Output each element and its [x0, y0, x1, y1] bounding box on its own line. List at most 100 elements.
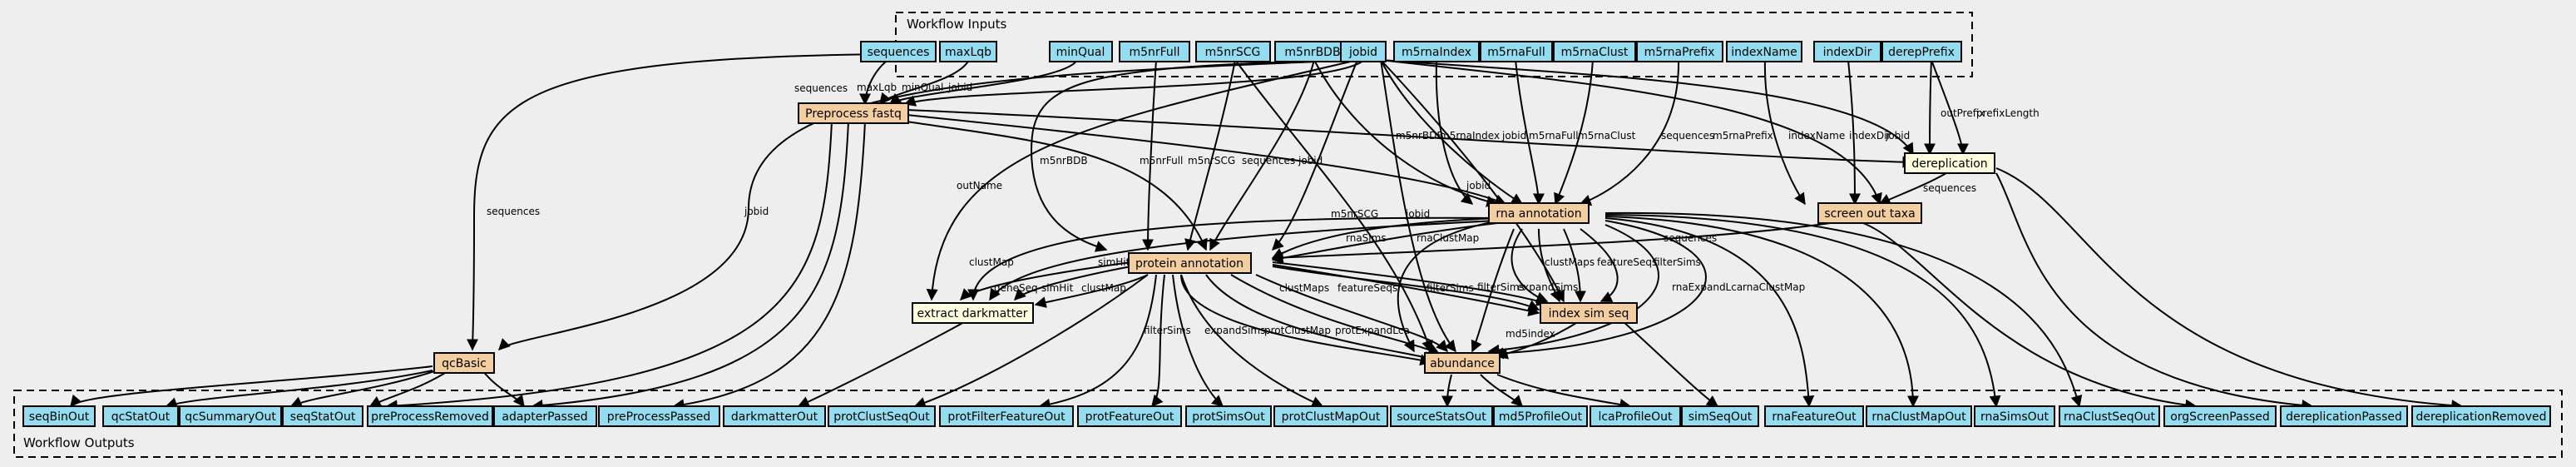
input-m5rnaprefix[interactable]: m5rnaPrefix — [1636, 41, 1723, 62]
label-md5index: md5index — [1506, 328, 1555, 340]
input-m5rnafull[interactable]: m5rnaFull — [1480, 41, 1553, 62]
edge-index-simseq — [1621, 320, 1719, 407]
label-m5rnaindex: m5rnaIndex — [1440, 130, 1500, 142]
edge-derepprefix-dereplication-2 — [1924, 59, 1936, 156]
output-protclustseqout[interactable]: protClustSeqOut — [828, 405, 936, 427]
edge-preprocess-preprocessremoved — [385, 121, 833, 412]
output-rnafeatureout[interactable]: rnaFeatureOut — [1764, 405, 1864, 427]
edge-protein-protfilterfeature — [1038, 274, 1157, 410]
label-sequences-prot: sequences — [1242, 155, 1295, 166]
step-abundance[interactable]: abundance — [1424, 352, 1501, 374]
output-qcsummaryout[interactable]: qcSummaryOut — [179, 405, 282, 427]
step-index-sim-seq[interactable]: index sim seq — [1540, 302, 1638, 324]
label-sequences-qc: sequences — [487, 206, 540, 217]
input-m5nrfull[interactable]: m5nrFull — [1119, 41, 1190, 62]
input-m5nrbdb[interactable]: m5nrBDB — [1274, 41, 1351, 62]
edge-indexdir-screen — [1847, 59, 1861, 206]
label-outprefix: outPrefix — [1941, 107, 1985, 119]
output-adapterpassed[interactable]: adapterPassed — [493, 405, 597, 427]
label-jobid-rna: jobid — [1501, 130, 1526, 142]
label-jobid-qc: jobid — [744, 206, 769, 217]
edge-jobid-abundance — [1380, 59, 1456, 353]
input-indexname[interactable]: indexName — [1726, 41, 1802, 62]
output-preprocesspassed[interactable]: preProcessPassed — [598, 405, 720, 427]
input-sequences[interactable]: sequences — [860, 41, 937, 62]
input-jobid[interactable]: jobid — [1340, 41, 1387, 62]
label-jobid-ab: jobid — [1405, 208, 1430, 220]
label-rnaexpandlca: rnaExpandLca — [1672, 281, 1743, 293]
edge-m5nrscg-abundance — [1234, 59, 1433, 353]
input-maxlqb[interactable]: maxLqb — [939, 41, 997, 62]
step-qcbasic[interactable]: qcBasic — [433, 352, 495, 374]
edge-rna-extract-simhit — [989, 220, 1498, 301]
label-jobid-prot: jobid — [1298, 155, 1323, 166]
output-rnaclustseqout[interactable]: rnaClustSeqOut — [2059, 405, 2160, 427]
input-indexname-label: indexName — [1731, 46, 1797, 59]
output-rnaclustmapout[interactable]: rnaClustMapOut — [1866, 405, 1972, 427]
input-m5nrscg[interactable]: m5nrSCG — [1195, 41, 1271, 62]
output-adapterpassed-label: adapterPassed — [502, 410, 587, 424]
output-rnasimsout[interactable]: rnaSimsOut — [1974, 405, 2055, 427]
edge-m5nrbdb-path-protein — [1030, 59, 1358, 252]
input-derepprefix[interactable]: derepPrefix — [1881, 41, 1962, 62]
label-m5nrscg-ab: m5nrSCG — [1331, 208, 1378, 220]
output-dereplicationremoved[interactable]: dereplicationRemoved — [2411, 405, 2551, 427]
output-protfeatureout[interactable]: protFeatureOut — [1077, 405, 1182, 427]
step-extract-darkmatter[interactable]: extract darkmatter — [912, 302, 1034, 324]
output-preprocessremoved[interactable]: preProcessRemoved — [367, 405, 493, 427]
label-rnaclustmap: rnaClustMap — [1417, 232, 1479, 244]
output-darkmatterout[interactable]: darkmatterOut — [723, 405, 826, 427]
edge-protein-index-featureseqs — [1272, 264, 1540, 317]
output-protfilterfeatureout[interactable]: protFilterFeatureOut — [939, 405, 1074, 427]
label-m5rnabdb: m5nrBDB — [1396, 130, 1444, 142]
edge-index-abundance — [1496, 320, 1581, 360]
output-rnaclustmapout-label: rnaClustMapOut — [1871, 410, 1966, 424]
step-screen-out-taxa[interactable]: screen out taxa — [1817, 202, 1922, 224]
input-indexdir-label: indexDir — [1823, 46, 1872, 59]
input-m5rnaclust[interactable]: m5rnaClust — [1553, 41, 1636, 62]
edge-rna-abundance-clustmap — [1491, 220, 1707, 360]
output-lcaprofileout[interactable]: lcaProfileOut — [1590, 405, 1681, 427]
edge-rna-extract-clustmap — [967, 216, 1498, 301]
edge-protein-protclustseq — [913, 274, 1149, 409]
step-protein-annotation[interactable]: protein annotation — [1128, 252, 1252, 274]
edge-protein-abundance-lca — [1255, 274, 1448, 353]
input-minqual[interactable]: minQual — [1049, 41, 1113, 62]
edge-abundance-sourcestats — [1441, 374, 1454, 408]
label-protclustmap: protClustMap — [1264, 325, 1331, 336]
output-protfilterfeatureout-label: protFilterFeatureOut — [947, 410, 1066, 424]
edge-protein-index-filtersims — [1272, 261, 1549, 306]
input-indexdir[interactable]: indexDir — [1813, 41, 1881, 62]
edge-dereplication-derepassed — [1995, 172, 2314, 411]
label-m5nrbdb: m5nrBDB — [1040, 155, 1088, 166]
edge-rna-index-featureseqs — [1563, 228, 1586, 303]
step-extract-darkmatter-label: extract darkmatter — [917, 307, 1027, 320]
output-qcstatout[interactable]: qcStatOut — [102, 405, 179, 427]
edge-protein-extract-simhit — [1014, 266, 1132, 301]
label-outname: outName — [957, 180, 1002, 191]
output-seqstatout[interactable]: seqStatOut — [282, 405, 363, 427]
output-lcaprofileout-label: lcaProfileOut — [1598, 410, 1673, 424]
output-protclustmapout-label: protClustMapOut — [1282, 410, 1381, 424]
label-protexpandlca: protExpandLca — [1335, 325, 1410, 336]
step-preprocess-fastq[interactable]: Preprocess fastq — [798, 102, 909, 124]
label-featureseqs-p: featureSeqs — [1337, 282, 1397, 294]
output-dereplicationpassed[interactable]: dereplicationPassed — [2280, 405, 2408, 427]
edge-qcbasic-seqstat-2 — [368, 370, 450, 407]
output-protsimsout[interactable]: protSimsOut — [1185, 405, 1272, 427]
label-m5nrfull: m5nrFull — [1140, 155, 1183, 166]
step-dereplication[interactable]: dereplication — [1904, 152, 1995, 174]
label-filtersims-ab: filterSims — [1477, 281, 1525, 293]
edge-preprocess-rna — [906, 114, 1507, 206]
output-seqbinout[interactable]: seqBinOut — [22, 405, 96, 427]
output-simseqout[interactable]: simSeqOut — [1681, 405, 1759, 427]
step-rna-annotation[interactable]: rna annotation — [1488, 202, 1590, 224]
output-protclustmapout[interactable]: protClustMapOut — [1273, 405, 1388, 427]
output-orgscreenpassed[interactable]: orgScreenPassed — [2163, 405, 2277, 427]
label-clustmaps-p: clustMaps — [1279, 282, 1329, 294]
input-m5rnaindex[interactable]: m5rnaIndex — [1393, 41, 1480, 62]
output-sourcestatsout[interactable]: sourceStatsOut — [1390, 405, 1493, 427]
output-md5profileout[interactable]: md5ProfileOut — [1493, 405, 1588, 427]
output-qcstatout-label: qcStatOut — [111, 410, 171, 424]
edge-m5rnafull-rna — [1515, 59, 1545, 206]
